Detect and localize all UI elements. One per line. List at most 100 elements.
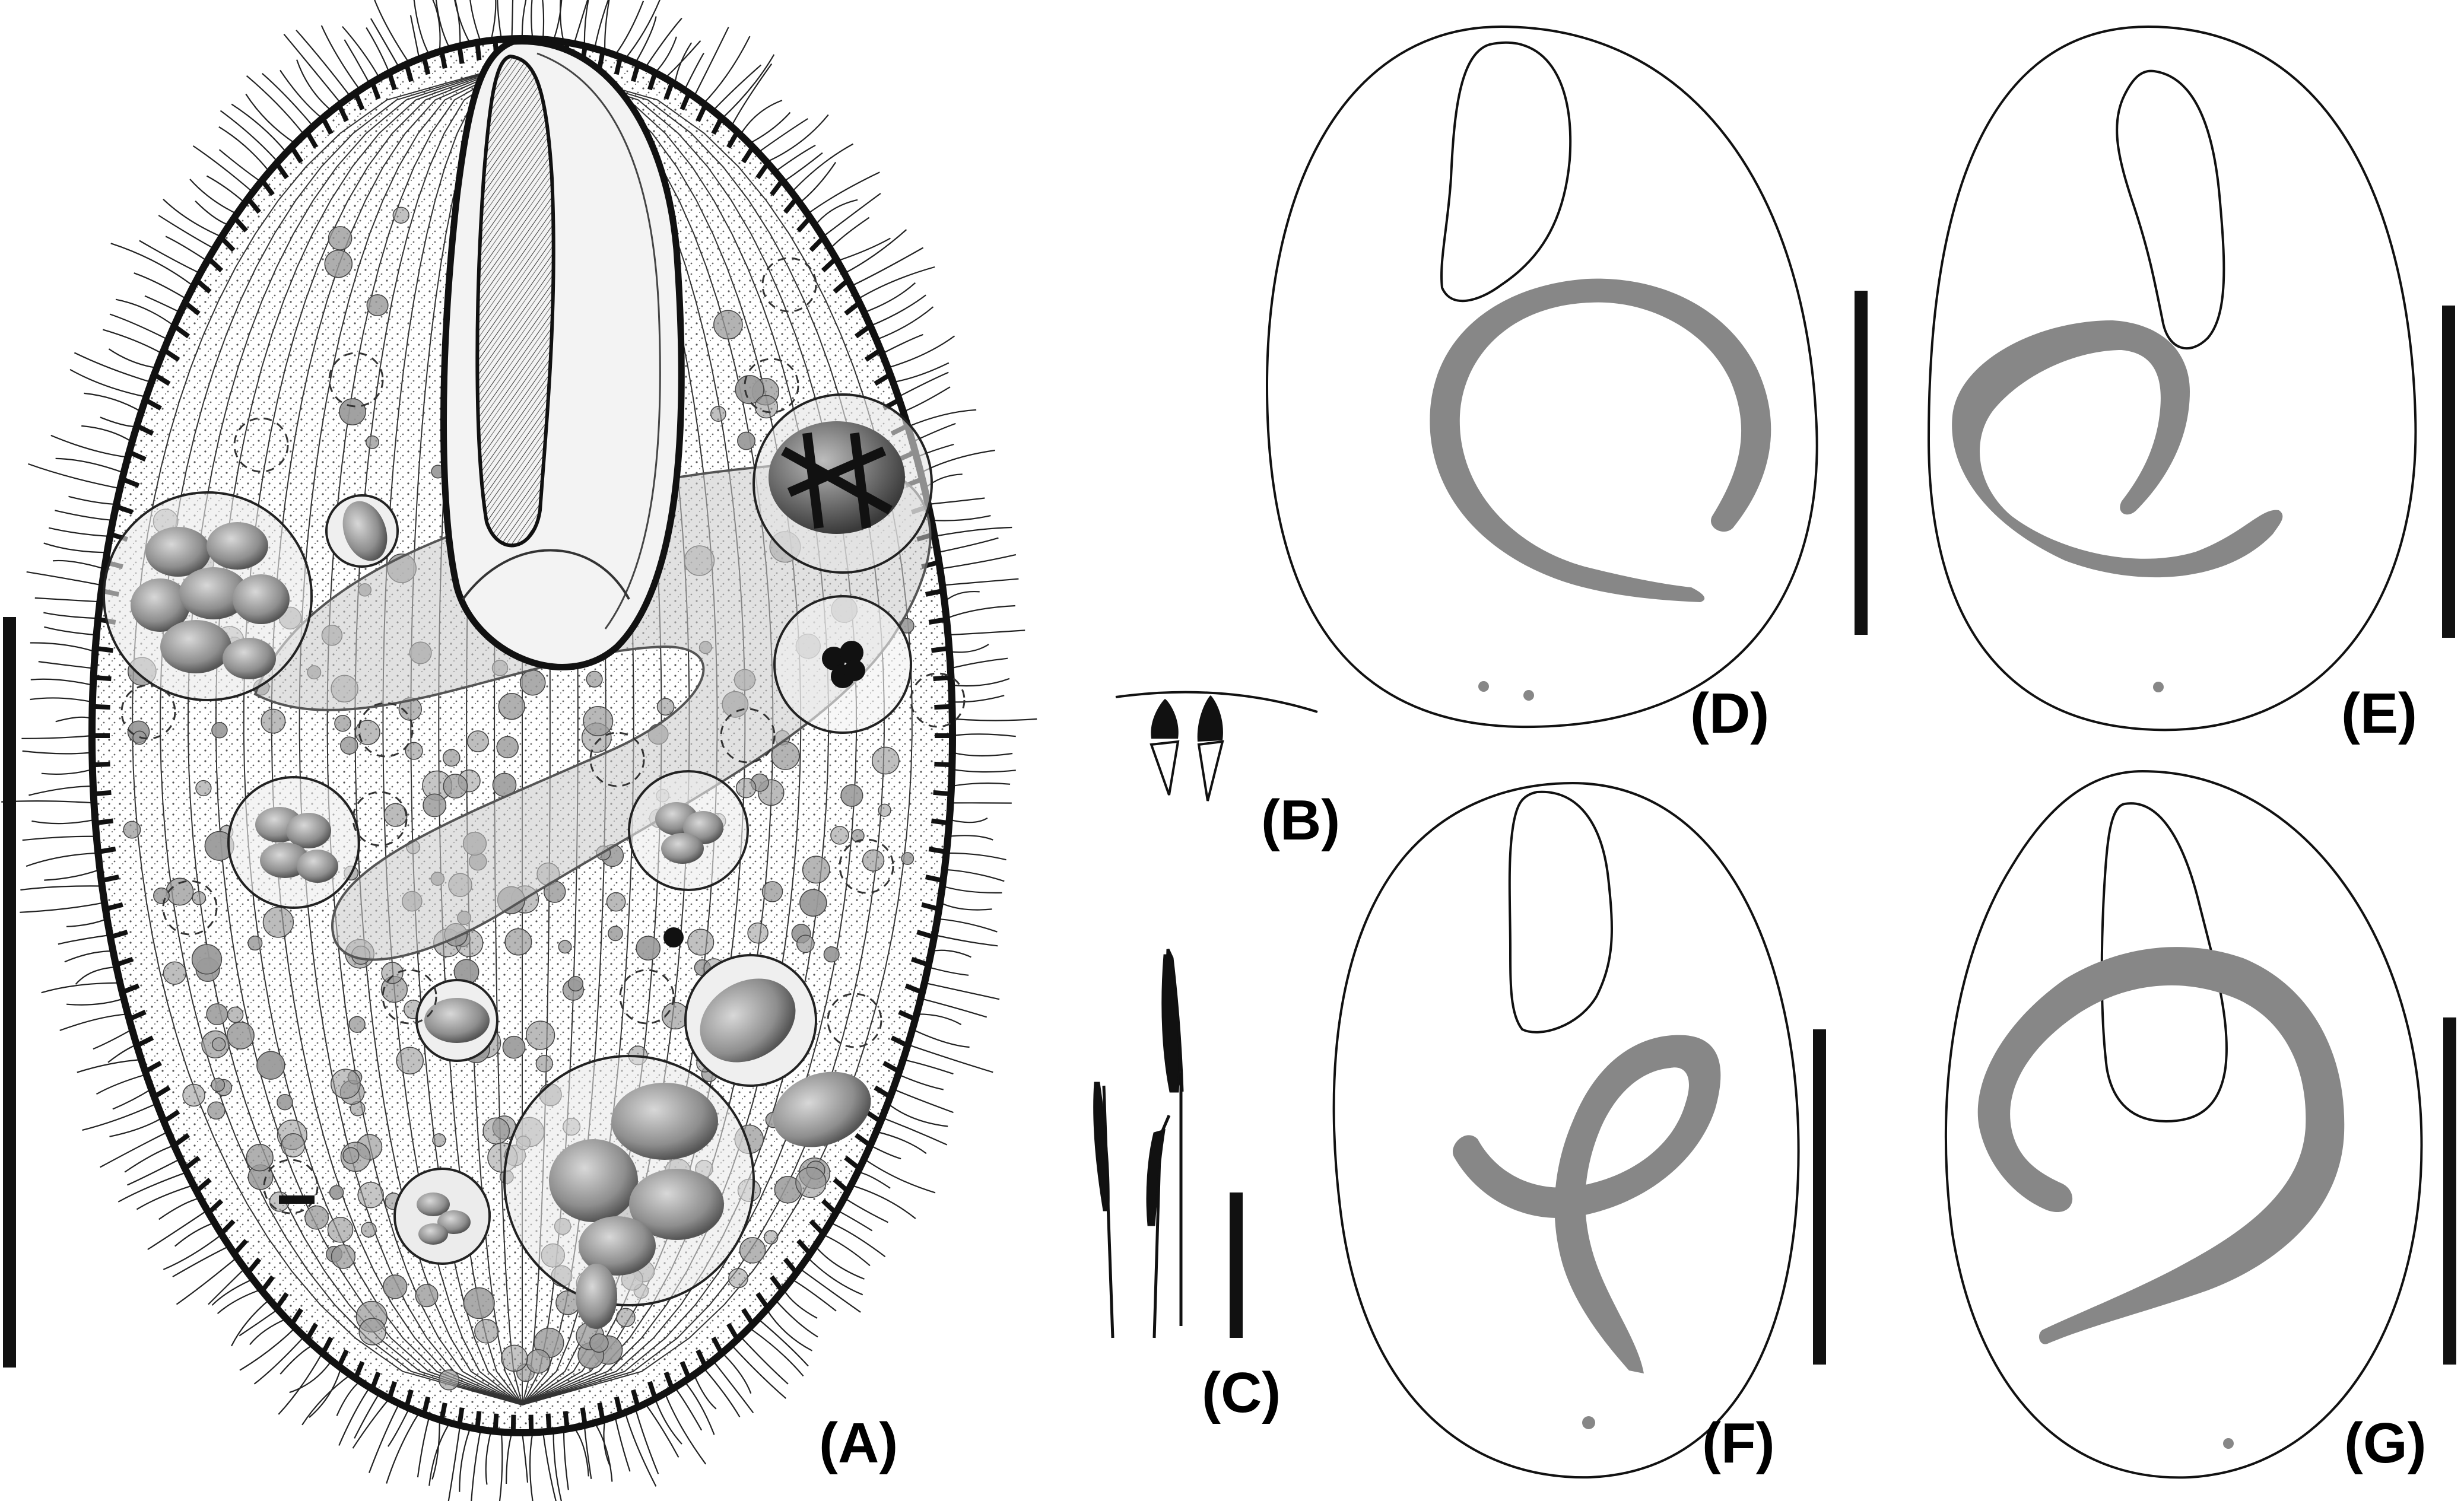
granule [405,742,423,760]
cilium [100,1131,169,1168]
cortical-tick [336,104,349,122]
cilium [920,998,987,1018]
cilium-short-mid-thick [1146,1128,1166,1226]
cortical-tick [647,72,658,91]
granule [226,1021,255,1050]
cilium [882,1117,948,1146]
granule [211,722,228,739]
cilium [722,1352,752,1394]
cilium [34,597,100,603]
cilium [881,333,923,355]
granule [871,746,900,775]
cilium [172,1245,230,1278]
oral-apparatus-outline-f [1508,790,1613,1033]
cilium [20,885,103,891]
cilium [944,869,1005,882]
cilium [309,1368,342,1418]
cell-outline-d [1265,25,1818,729]
cilium [115,298,175,327]
cilium [165,236,208,262]
cortical-tick [104,902,123,912]
cilium [417,1416,430,1478]
cilium [712,1360,754,1414]
granule [606,892,626,912]
cilium [44,869,100,881]
scale-bar-d [1855,291,1868,635]
cortical-tick [770,1275,785,1293]
cortical-tick [290,1308,303,1326]
cilium [253,1336,305,1385]
cilium [774,144,816,173]
granule [227,1006,244,1023]
contractile-vacuole [761,257,817,313]
cilium [748,112,791,144]
cilium [50,434,128,458]
cortical-tick [115,956,134,968]
cortical-tick [387,1381,398,1400]
cortical-tick [92,761,110,768]
granule [764,1230,779,1245]
granule [277,1093,293,1111]
cilium [739,1336,789,1385]
cilium [844,229,907,274]
cortical-tick [755,1292,770,1310]
cortical-tick [614,56,623,75]
cilium [693,1374,717,1410]
granule [262,907,294,938]
granule [687,928,715,956]
cilium [110,243,194,287]
granule [211,1077,226,1092]
cilium [370,18,400,68]
cortical-tick [320,1336,334,1355]
cilium [366,27,390,73]
cilium [158,1197,201,1220]
cilium [939,554,1017,570]
cilium [231,1299,270,1347]
cortical-tick [305,131,318,149]
granule [361,1222,377,1238]
cilium [30,678,94,686]
contractile-vacuole [233,417,289,473]
cilium [112,1088,152,1110]
cilium [573,1427,589,1477]
contractile-vacuole [619,969,675,1025]
cortical-tick [647,1381,658,1400]
cilium [220,110,279,163]
cilium [850,1184,916,1219]
cilium [814,199,858,226]
cilium [948,629,1025,636]
cilium [924,982,1000,1000]
cilium [352,1398,390,1449]
granule [261,708,286,734]
macronucleus-e [1952,320,2283,578]
cilium [43,542,107,554]
panel-label-a: (A) [819,1411,898,1475]
granule [526,1349,551,1374]
cortical-tick [404,1389,414,1408]
cilium [952,718,1037,721]
granule [802,856,830,884]
granule [589,1333,609,1353]
cortical-tick [246,1257,262,1274]
granule [340,736,358,755]
contractile-vacuole [120,684,176,740]
cilium [84,392,142,412]
cortical-tick [882,1061,901,1074]
cilium [68,495,117,505]
granule [246,1144,274,1172]
cortical-tick [874,372,892,386]
cilium [634,16,657,63]
cilium [41,982,120,994]
extrusome-left [1150,699,1180,796]
cortical-tick [135,1035,154,1048]
cilium [634,1408,659,1474]
cilium [948,835,993,841]
cilium [844,1197,888,1223]
food-vacuole-dark-right [752,393,933,574]
cilium [684,52,704,91]
cortical-tick [274,161,289,180]
cilium [942,578,1019,586]
cell-outline-e [1927,25,2417,732]
cilium [289,1360,332,1394]
cilium [937,918,998,933]
